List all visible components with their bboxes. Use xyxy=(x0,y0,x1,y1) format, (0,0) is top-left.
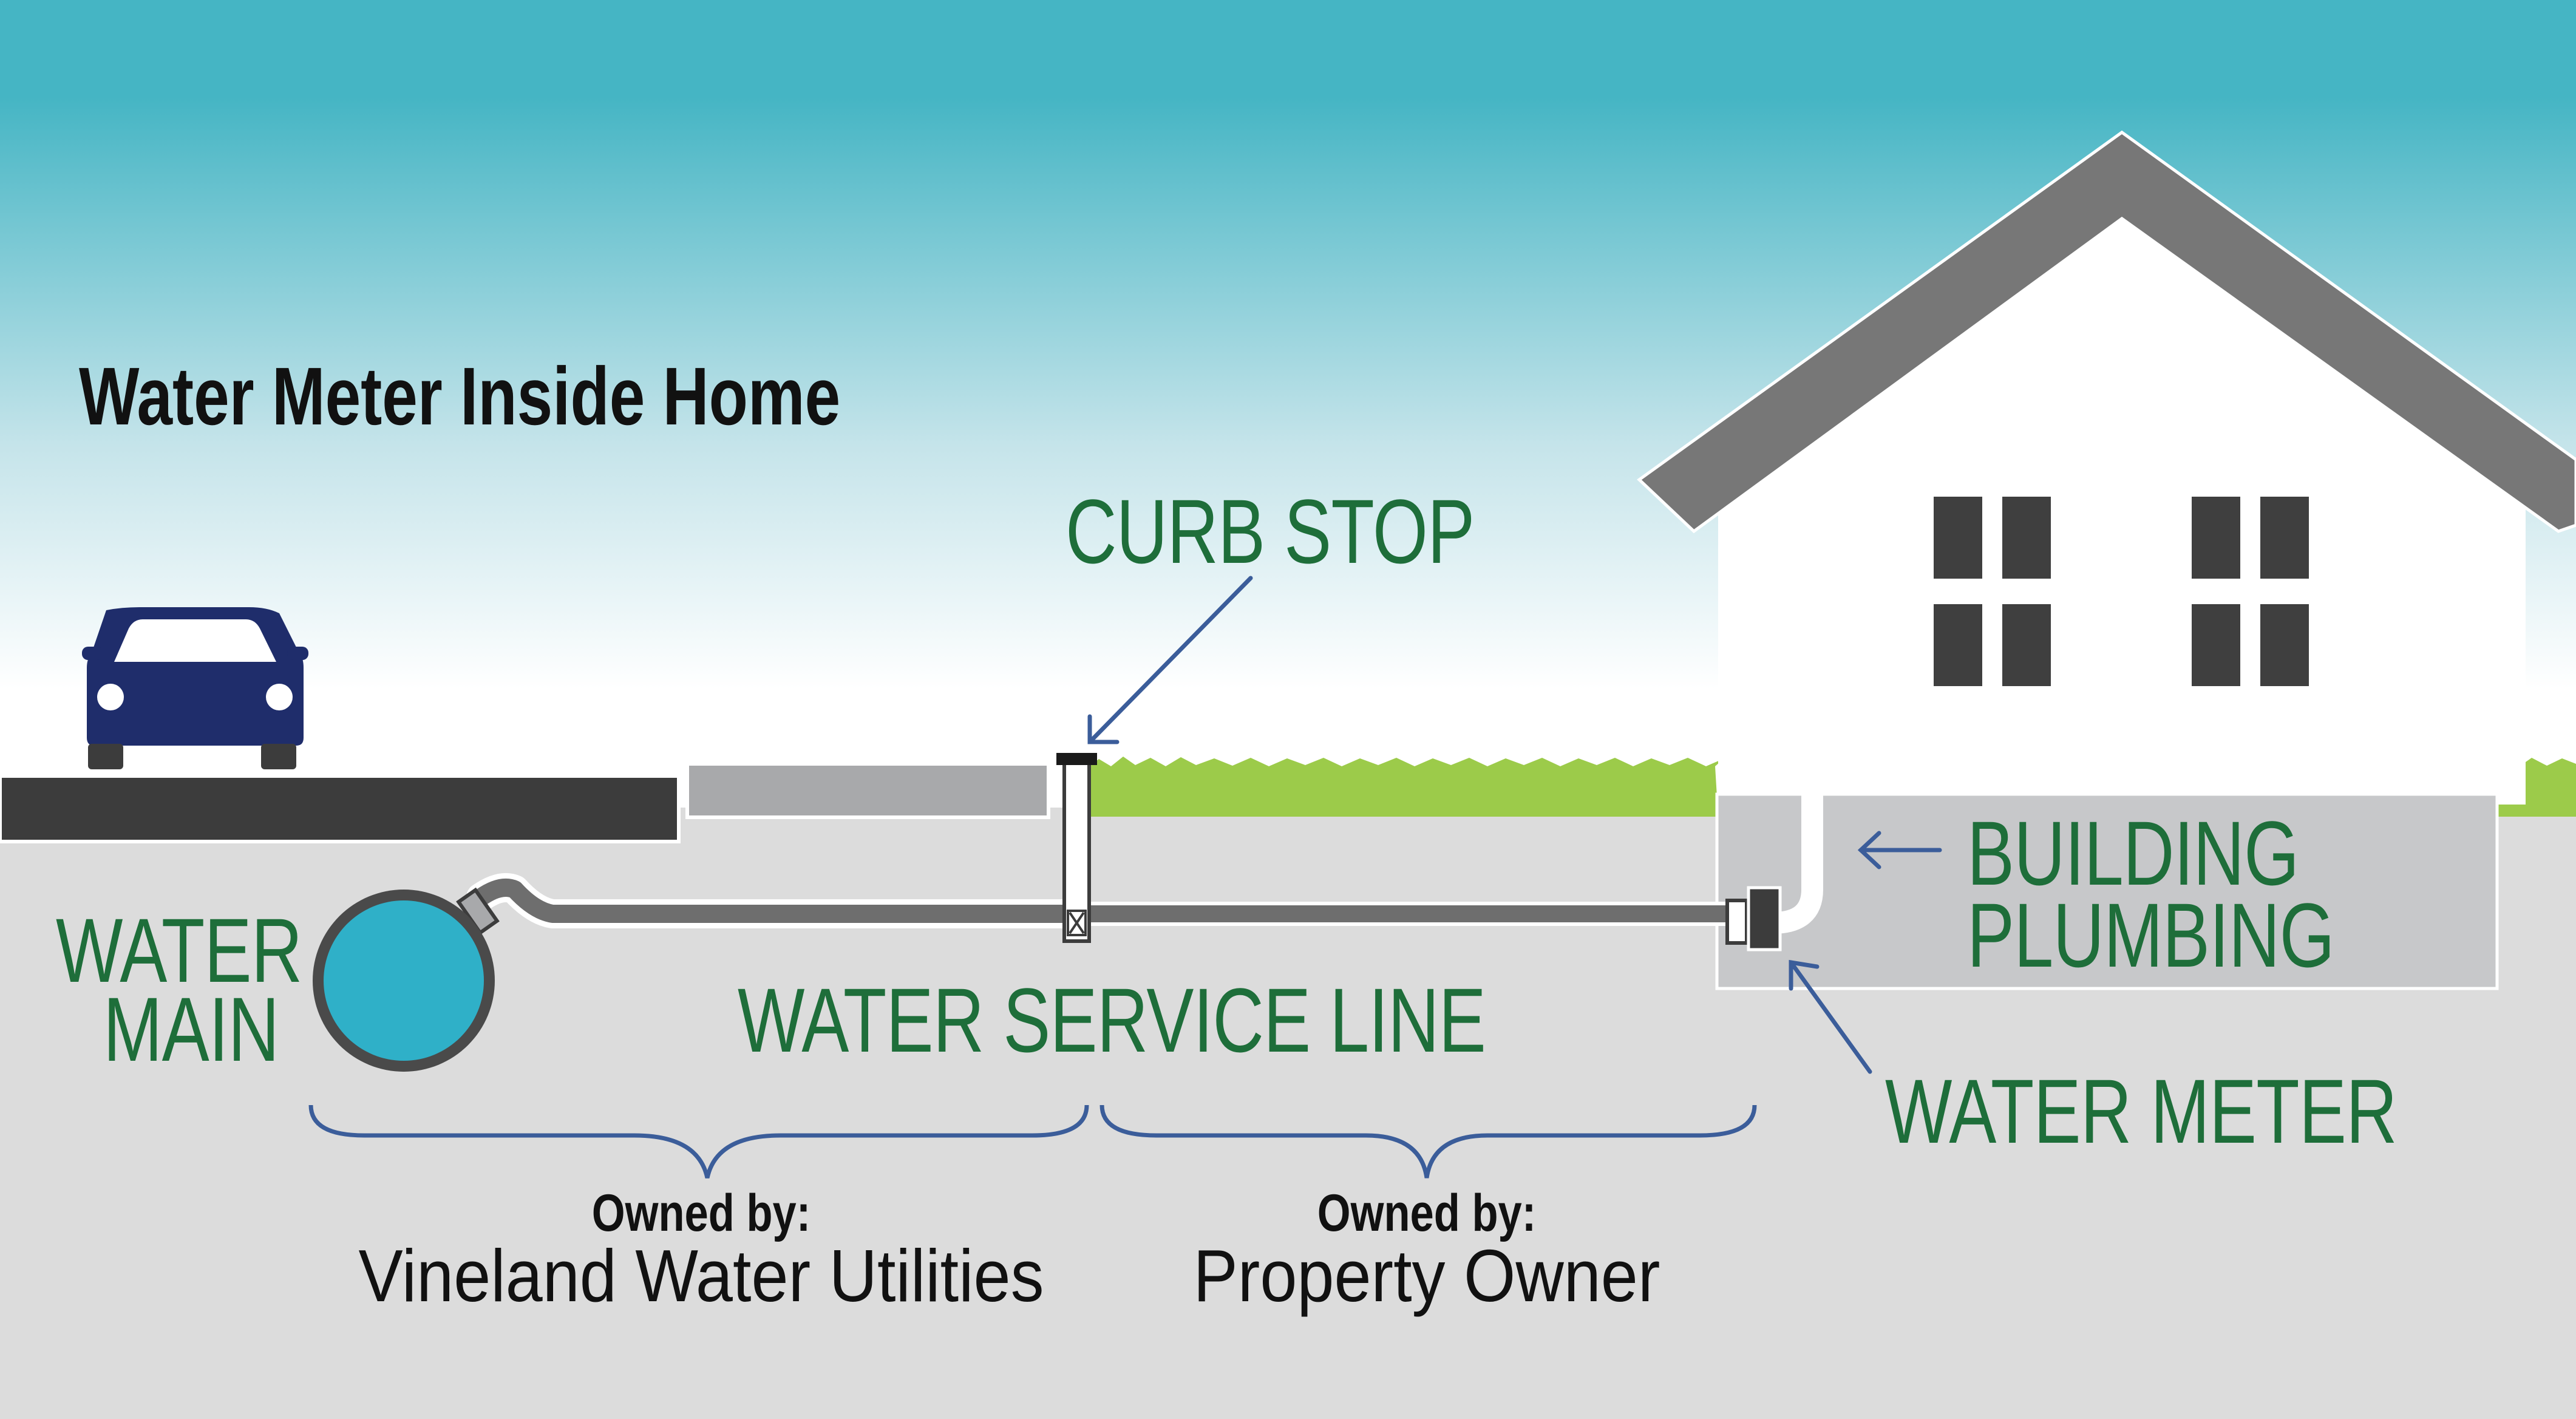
building-plumbing-label-line2: PLUMBING xyxy=(1967,884,2335,986)
house-wall xyxy=(1718,474,2526,805)
owned-by-heading-property-owner: Owned by: xyxy=(1317,1184,1537,1242)
owner-vineland-water-utilities: Vineland Water Utilities xyxy=(358,1234,1044,1317)
house xyxy=(1637,130,2576,990)
sidewalk xyxy=(685,762,1050,819)
window-right xyxy=(2192,497,2309,686)
water-main-label-line2: MAIN xyxy=(103,978,279,1080)
owned-by-heading-vineland: Owned by: xyxy=(591,1184,811,1242)
house-gable xyxy=(1718,216,2526,474)
water-meter-arrow xyxy=(1789,959,1872,1074)
road xyxy=(0,774,681,843)
building-plumbing-label-line1: BUILDING xyxy=(1967,802,2299,904)
curb-stop-valve xyxy=(1056,753,1097,943)
car-icon xyxy=(82,607,308,769)
water-main-label-line1: WATER xyxy=(56,899,302,1001)
curb-stop-label: CURB STOP xyxy=(1065,480,1475,582)
basement xyxy=(1715,792,2499,990)
building-plumbing-arrow xyxy=(1857,831,1942,869)
water-service-pipe xyxy=(456,873,1729,936)
water-meter-icon xyxy=(1747,886,1782,951)
diagram-title: Water Meter Inside Home xyxy=(79,350,841,442)
owner-property-owner: Property Owner xyxy=(1193,1234,1660,1317)
water-meter-label: WATER METER xyxy=(1885,1060,2398,1162)
window-left xyxy=(1934,497,2051,686)
water-service-line-label: WATER SERVICE LINE xyxy=(738,969,1486,1071)
curb-stop-arrow xyxy=(1087,576,1253,744)
roof xyxy=(1637,130,2576,534)
water-main-pipe xyxy=(313,890,495,1072)
brace-property-owner xyxy=(1099,1104,1757,1179)
brace-vineland xyxy=(308,1104,1089,1179)
pipe-connector xyxy=(456,887,500,936)
grass-strip xyxy=(1090,757,1724,817)
